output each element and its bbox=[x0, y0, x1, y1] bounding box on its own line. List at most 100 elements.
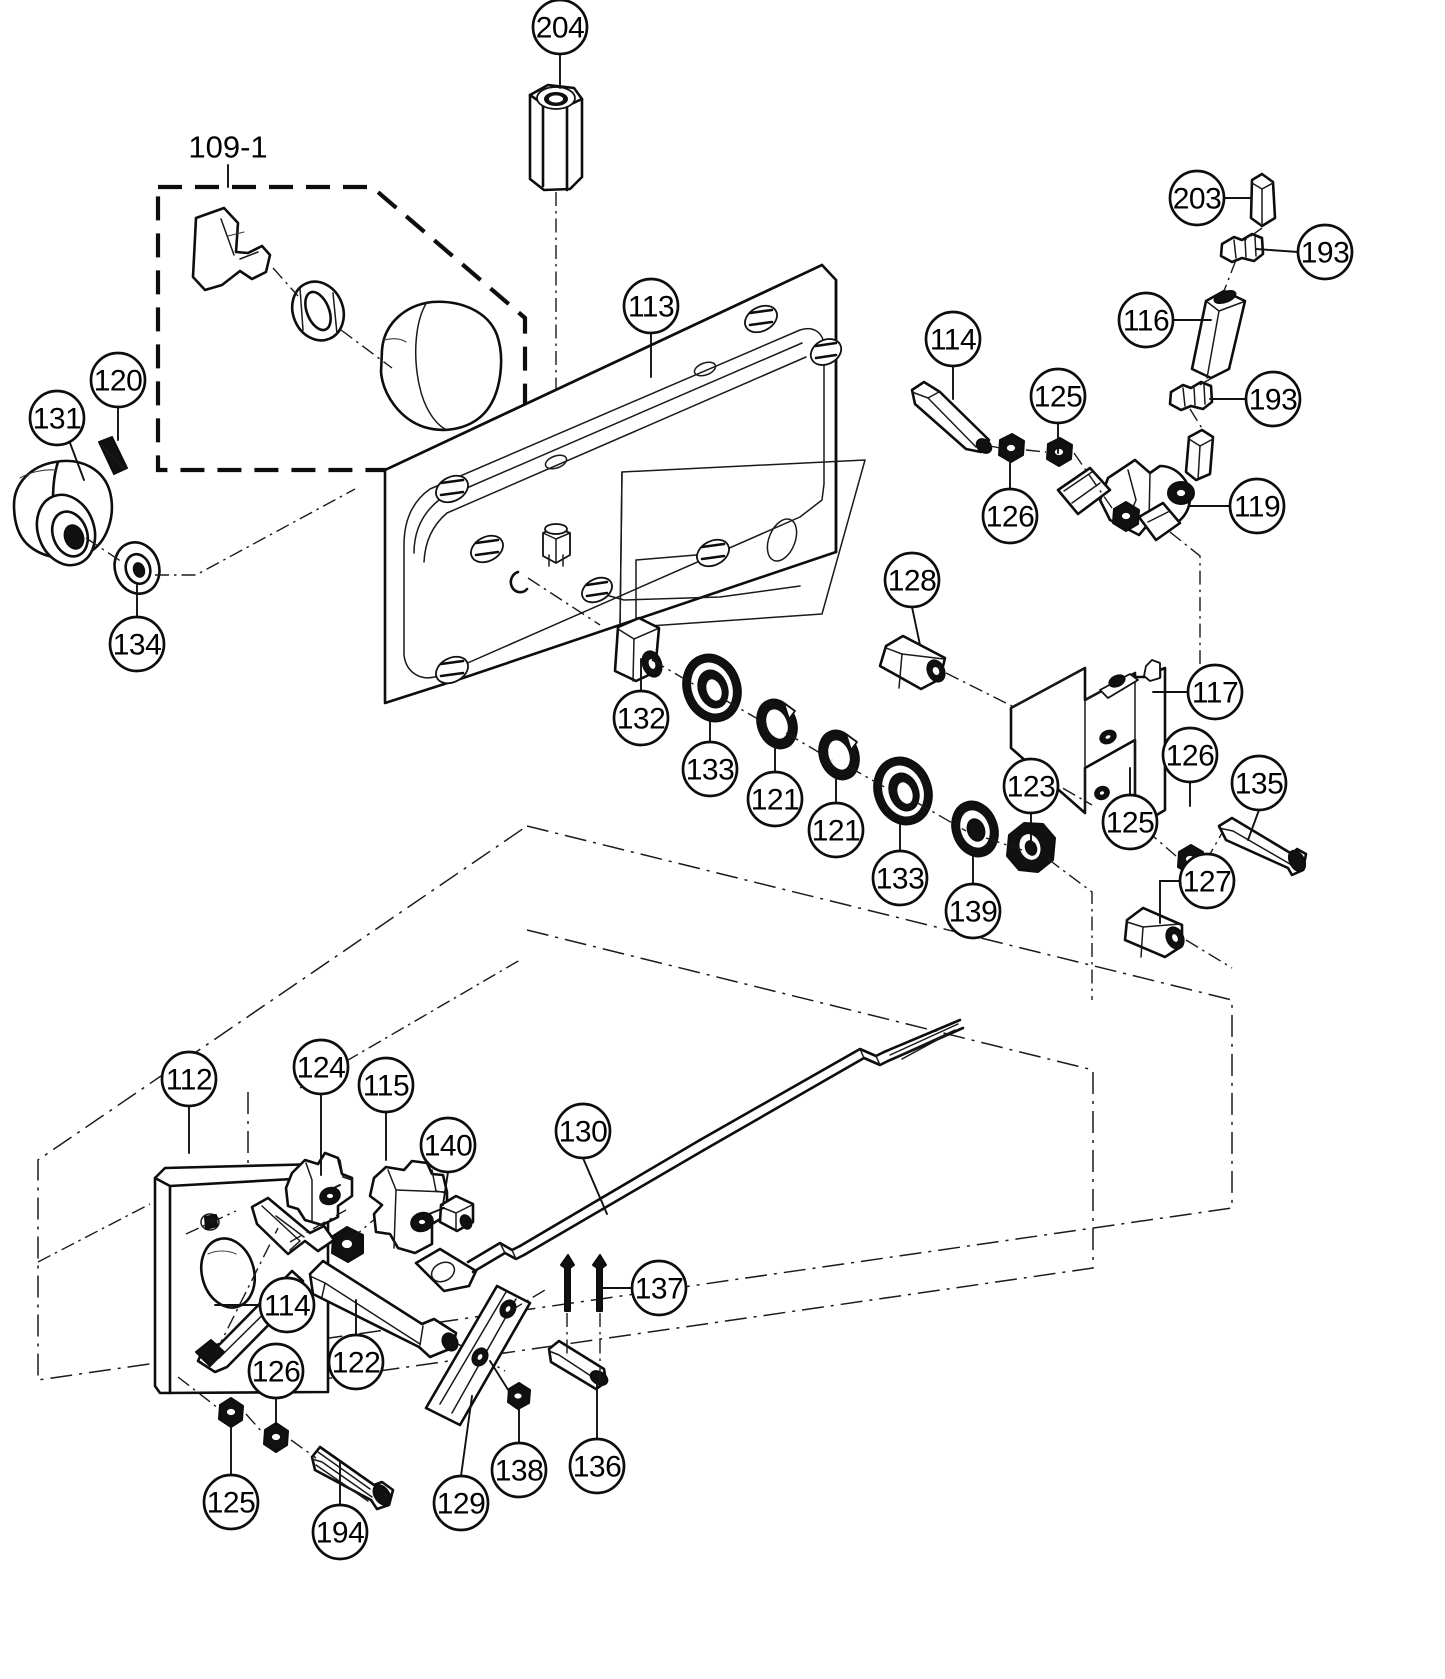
callout-circle bbox=[568, 1437, 626, 1495]
callout-circle bbox=[746, 770, 804, 828]
callout-circle bbox=[258, 1276, 316, 1334]
callout-number: 124 bbox=[297, 1052, 346, 1085]
callout-leader-131 bbox=[69, 442, 85, 481]
part-126-nut-upper bbox=[998, 433, 1025, 463]
part-130-control-cable bbox=[414, 1018, 965, 1293]
callout-bubble-129[interactable]: 129 bbox=[432, 1474, 490, 1532]
callout-bubble-114[interactable]: 114 bbox=[924, 310, 982, 368]
callout-number: 129 bbox=[437, 1488, 486, 1521]
callout-bubble-113[interactable]: 113 bbox=[622, 277, 680, 335]
part-120-roll-pin bbox=[98, 436, 128, 475]
callout-bubble-136[interactable]: 136 bbox=[568, 1437, 626, 1495]
part-135-long-bolt bbox=[1217, 816, 1308, 877]
callout-number: 135 bbox=[1235, 768, 1284, 801]
callout-number: 131 bbox=[33, 403, 82, 436]
callout-circle bbox=[1101, 793, 1159, 851]
callout-number: 132 bbox=[617, 703, 666, 736]
callout-bubble-139[interactable]: 139 bbox=[944, 882, 1002, 940]
callout-number: 128 bbox=[888, 565, 937, 598]
panel-boss-group bbox=[435, 304, 843, 685]
callout-circle bbox=[247, 1342, 305, 1400]
part-138-small-hex-nut bbox=[507, 1382, 531, 1410]
callout-bubble-121[interactable]: 121 bbox=[746, 770, 804, 828]
callout-circle bbox=[1002, 757, 1060, 815]
part-134-flat-washer bbox=[113, 541, 161, 595]
callout-bubble-133[interactable]: 133 bbox=[681, 740, 739, 798]
callout-circle bbox=[1186, 663, 1244, 721]
callout-bubble-204[interactable]: 204 bbox=[531, 0, 589, 56]
callout-bubble-122[interactable]: 122 bbox=[327, 1333, 385, 1391]
callout-circle bbox=[202, 1473, 260, 1531]
callout-bubble-132[interactable]: 132 bbox=[612, 689, 670, 747]
callout-number: 114 bbox=[930, 324, 976, 357]
callout-number: 134 bbox=[113, 629, 162, 662]
callout-bubble-131[interactable]: 131 bbox=[28, 389, 86, 447]
callout-bubble-140[interactable]: 140 bbox=[419, 1116, 477, 1174]
callout-bubble-126[interactable]: 126 bbox=[1161, 726, 1219, 784]
callout-bubble-121[interactable]: 121 bbox=[807, 801, 865, 859]
part-133-bearing-2 bbox=[873, 756, 933, 826]
callout-bubble-128[interactable]: 128 bbox=[883, 551, 941, 609]
part-128-bushing-sleeve bbox=[878, 634, 947, 691]
callout-number: 137 bbox=[635, 1273, 684, 1306]
callout-circle bbox=[883, 551, 941, 609]
callout-leader-135 bbox=[1247, 809, 1260, 841]
callout-bubble-137[interactable]: 137 bbox=[630, 1259, 688, 1317]
callout-bubble-117[interactable]: 117 bbox=[1186, 663, 1244, 721]
part-122-pivot-shaft-tube bbox=[308, 1259, 459, 1359]
callout-bubble-124[interactable]: 124 bbox=[292, 1038, 350, 1096]
part-115-bracket-block bbox=[368, 1159, 449, 1255]
callout-bubble-135[interactable]: 135 bbox=[1230, 754, 1288, 812]
part-119-lever-bracket bbox=[1056, 428, 1215, 542]
part-109-1-bell-housing bbox=[379, 300, 503, 432]
callout-bubble-138[interactable]: 138 bbox=[490, 1441, 548, 1499]
callout-circle bbox=[924, 310, 982, 368]
callout-bubble-119[interactable]: 119 bbox=[1228, 477, 1286, 535]
callout-number: 140 bbox=[424, 1130, 473, 1163]
callout-bubble-194[interactable]: 194 bbox=[311, 1503, 369, 1561]
part-193-ball-joint-lower bbox=[1168, 380, 1214, 412]
callout-bubble-127[interactable]: 127 bbox=[1178, 852, 1236, 910]
callout-bubble-115[interactable]: 115 bbox=[357, 1056, 415, 1114]
callout-bubble-203[interactable]: 203 bbox=[1168, 169, 1226, 227]
callout-number: 122 bbox=[332, 1347, 381, 1380]
callout-bubble-120[interactable]: 120 bbox=[89, 351, 147, 409]
callout-circle bbox=[807, 801, 865, 859]
callout-leader-128 bbox=[911, 606, 921, 646]
callout-bubble-193[interactable]: 193 bbox=[1296, 223, 1354, 281]
part-121-snap-ring-2 bbox=[818, 729, 860, 781]
part-136-clevis-pin bbox=[547, 1339, 609, 1391]
callout-bubble-126[interactable]: 126 bbox=[981, 487, 1039, 545]
callout-bubble-126[interactable]: 126 bbox=[247, 1342, 305, 1400]
callout-bubble-112[interactable]: 112 bbox=[160, 1050, 218, 1108]
callout-number: 133 bbox=[876, 863, 925, 896]
callout-bubble-130[interactable]: 130 bbox=[554, 1102, 612, 1160]
callout-number: 127 bbox=[1183, 866, 1232, 899]
callout-circle bbox=[1117, 291, 1175, 349]
callout-bubble-133[interactable]: 133 bbox=[871, 849, 929, 907]
callout-circle bbox=[612, 689, 670, 747]
callout-leader-129 bbox=[460, 1395, 473, 1477]
part-114-bolt-upper bbox=[910, 380, 993, 454]
callout-number: 119 bbox=[1234, 491, 1280, 524]
callout-leader-193 bbox=[1255, 248, 1299, 253]
callout-bubble-134[interactable]: 134 bbox=[108, 615, 166, 673]
callout-bubble-125[interactable]: 125 bbox=[1101, 793, 1159, 851]
callout-circle bbox=[531, 0, 589, 56]
part-203-pin bbox=[1249, 172, 1277, 228]
callout-bubble-114[interactable]: 114 bbox=[258, 1276, 316, 1334]
part-129-link-bar bbox=[424, 1284, 532, 1427]
callout-circle bbox=[311, 1503, 369, 1561]
callout-bubble-125[interactable]: 125 bbox=[1029, 367, 1087, 425]
callout-circle bbox=[1168, 169, 1226, 227]
callout-number: 139 bbox=[949, 896, 998, 929]
callout-bubble-193[interactable]: 193 bbox=[1244, 370, 1302, 428]
callout-circle bbox=[630, 1259, 688, 1317]
callout-number: 193 bbox=[1301, 237, 1350, 270]
callout-bubble-116[interactable]: 116 bbox=[1117, 291, 1175, 349]
callout-bubble-125[interactable]: 125 bbox=[202, 1473, 260, 1531]
callout-circle bbox=[1178, 852, 1236, 910]
callout-bubble-123[interactable]: 123 bbox=[1002, 757, 1060, 815]
callout-number: 121 bbox=[812, 815, 861, 848]
